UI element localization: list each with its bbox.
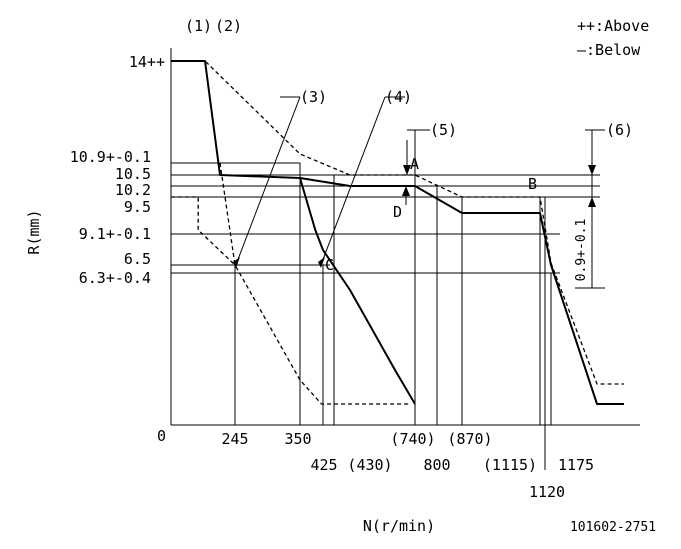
top-label-2: (2) — [215, 17, 242, 35]
x-tick-1175: 1175 — [558, 456, 594, 474]
x-tick-800: 800 — [423, 456, 450, 474]
series-line-1 — [171, 60, 624, 405]
callout-3-arrow — [233, 257, 240, 268]
y-tick-10-2: 10.2 — [115, 181, 151, 199]
top-label-1: (1) — [185, 17, 212, 35]
callout-3-leader — [236, 96, 301, 263]
x-tick-430: (430) — [347, 456, 392, 474]
arrow-5-head — [403, 165, 411, 175]
series-line-5 — [171, 196, 236, 266]
arrow-6-up — [588, 197, 596, 207]
series-layer — [171, 60, 624, 405]
x-tick-245: 245 — [221, 430, 248, 448]
arrow-6-down — [588, 165, 596, 175]
point-B: B — [528, 175, 537, 193]
y-tick-6-5: 6.5 — [124, 250, 151, 268]
y-tick-6-3: 6.3+-0.4 — [79, 269, 151, 287]
series-line-2 — [299, 177, 416, 405]
series-line-3 — [171, 60, 624, 385]
x-tick-740: (740) — [390, 430, 435, 448]
callout-5: (5) — [430, 121, 457, 139]
y-tick-10-9: 10.9+-0.1 — [70, 148, 151, 166]
y-tick-9-1: 9.1+-0.1 — [79, 225, 151, 243]
x-axis-label: N(r/min) — [363, 517, 435, 535]
series-line-4 — [219, 162, 410, 405]
callout-3: (3) — [300, 88, 327, 106]
x-tick-870: (870) — [447, 430, 492, 448]
x-tick-0: 0 — [157, 427, 166, 445]
y-tick-14: 14++ — [129, 53, 165, 71]
callout-4: (4) — [385, 88, 412, 106]
legend-below: —:Below — [577, 41, 641, 59]
callout-4-leader — [321, 96, 386, 263]
callout-4-arrow — [318, 257, 325, 268]
point-D: D — [393, 203, 402, 221]
figure-id: 101602-2751 — [570, 520, 656, 535]
y-axis-label: R(mm) — [25, 209, 43, 254]
arrow-d-head — [402, 186, 410, 196]
callout-6: (6) — [606, 121, 633, 139]
y-tick-9-5: 9.5 — [124, 198, 151, 216]
y-tick-10-5: 10.5 — [115, 165, 151, 183]
x-tick-1120: 1120 — [529, 483, 565, 501]
point-A: A — [410, 155, 419, 173]
point-C: C — [325, 256, 334, 274]
right-dim-label: 0.9+-0.1 — [574, 219, 589, 282]
x-tick-350: 350 — [284, 430, 311, 448]
x-tick-425: 425 — [310, 456, 337, 474]
legend-above: ++:Above — [577, 17, 649, 35]
x-tick-1115: (1115) — [483, 456, 537, 474]
